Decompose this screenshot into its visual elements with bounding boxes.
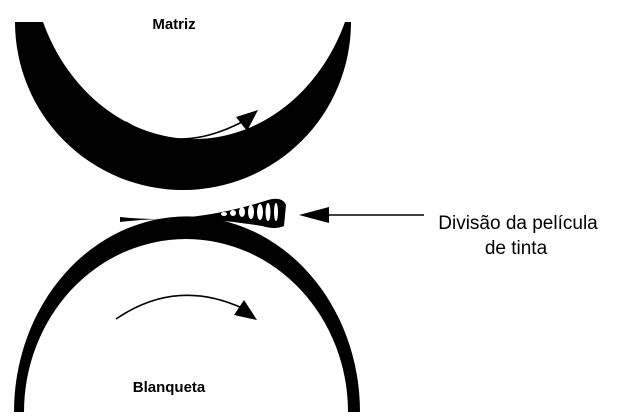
top-roller-matriz — [15, 22, 351, 190]
ink-cavity — [239, 207, 245, 217]
rotation-arrow-bottom-icon — [115, 294, 257, 320]
bottom-roller-blanqueta — [14, 216, 360, 412]
ink-cavity — [265, 203, 271, 221]
label-blanqueta: Blanqueta — [133, 379, 206, 396]
ink-cavity — [230, 210, 236, 216]
label-matriz: Matriz — [152, 16, 195, 33]
ink-cavity — [257, 204, 263, 220]
ink-film-band — [120, 198, 286, 228]
callout-label-line-1: Divisão da película — [438, 213, 598, 234]
callout-label-line-2: de tinta — [485, 238, 548, 259]
callout-pointer-arrow-icon — [299, 207, 424, 223]
ink-cavity — [221, 212, 227, 216]
ink-cavity — [274, 203, 278, 221]
rotation-arrow-top-icon — [125, 110, 258, 140]
ink-film-split-region — [120, 198, 286, 228]
ink-cavity — [248, 205, 254, 219]
